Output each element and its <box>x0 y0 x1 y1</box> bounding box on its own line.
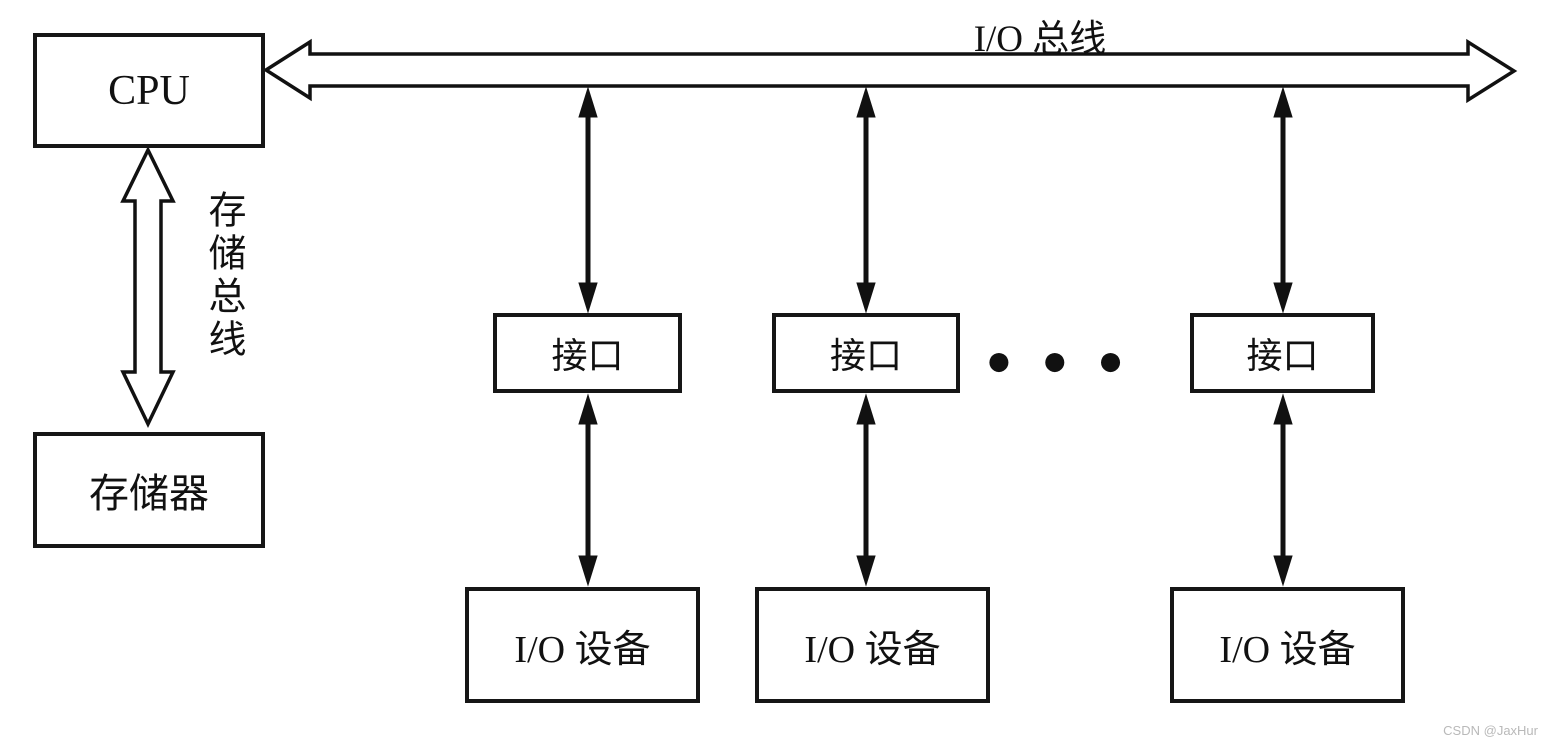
interface-label: 接口 <box>829 336 902 376</box>
interface-device-arrow-2 <box>856 393 876 587</box>
interface-device-arrow-1 <box>578 393 598 587</box>
memory-box: 存储器 <box>33 432 265 548</box>
interface-label: 接口 <box>551 336 624 376</box>
io-bus-arrow <box>262 38 1518 104</box>
bus-interface-arrow-3 <box>1273 86 1293 314</box>
interface-box-2: 接口 <box>772 313 960 393</box>
bus-interface-arrow-1 <box>578 86 598 314</box>
storage-bus-arrow <box>120 146 176 429</box>
io-device-box-2: I/O 设备 <box>755 587 990 703</box>
memory-label: 存储器 <box>89 471 209 516</box>
io-device-box-1: I/O 设备 <box>465 587 700 703</box>
io-bus-label: I/O 总线 <box>973 19 1107 60</box>
io-device-label: I/O 设备 <box>1219 628 1356 671</box>
bus-interface-arrow-2 <box>856 86 876 314</box>
ellipsis-dots: ●●● <box>988 346 1156 375</box>
io-device-label: I/O 设备 <box>804 628 941 671</box>
storage-bus-label: 存储总线 <box>202 190 244 362</box>
io-device-box-3: I/O 设备 <box>1170 587 1405 703</box>
cpu-box: CPU <box>33 33 265 148</box>
cpu-label: CPU <box>108 67 190 114</box>
interface-label: 接口 <box>1246 336 1319 376</box>
interface-device-arrow-3 <box>1273 393 1293 587</box>
io-device-label: I/O 设备 <box>514 628 651 671</box>
watermark-text: CSDN @JaxHur <box>1443 723 1538 738</box>
interface-box-3: 接口 <box>1190 313 1375 393</box>
interface-box-1: 接口 <box>493 313 682 393</box>
